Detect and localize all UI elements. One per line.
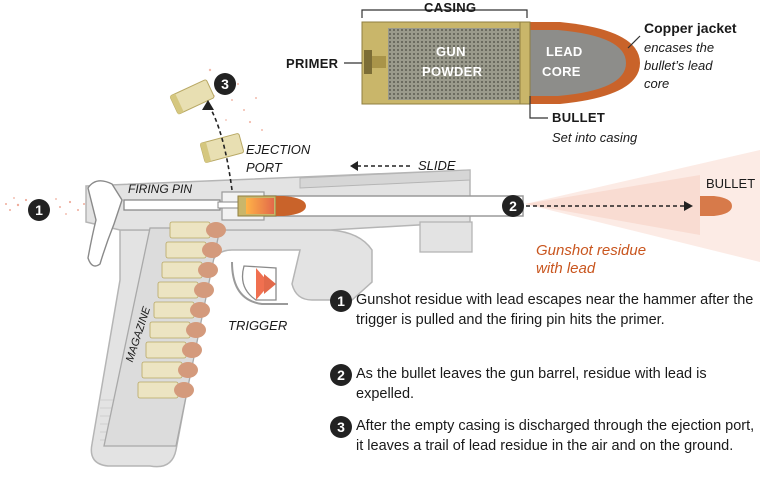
step-2-number: 2 [330, 364, 352, 386]
copper-jacket-desc-line2: bullet’s lead [644, 58, 713, 73]
bullet-fired-label: BULLET [706, 176, 756, 191]
arrows [202, 100, 693, 211]
copper-jacket-desc-line1: encases the [644, 40, 715, 55]
lead-core-label-line2: CORE [542, 64, 581, 79]
step-1-text: Gunshot residue with lead escapes near t… [356, 292, 754, 328]
bullet-cartridge-label: BULLET [552, 110, 606, 125]
cartridge-diagram [344, 9, 641, 119]
step-1-number: 1 [330, 290, 352, 312]
copper-jacket-label: Copper jacket [644, 20, 737, 36]
step-3-number: 3 [330, 416, 352, 438]
copper-jacket-desc-line3: core [644, 76, 670, 91]
fired-bullet [700, 196, 732, 216]
marker-2: 2 [502, 195, 524, 217]
trigger-label: TRIGGER [228, 318, 288, 333]
firing-pin-label: FIRING PIN [128, 182, 193, 196]
casing-label: CASING [424, 0, 477, 15]
marker-3: 3 [214, 73, 236, 95]
ejected-casings [169, 79, 244, 163]
marker-1: 1 [28, 199, 50, 221]
slide-label: SLIDE [418, 158, 456, 173]
gunpowder-fill [388, 28, 522, 100]
lead-core-label-line1: LEAD [546, 44, 583, 59]
gunshot-residue-label-line2: with lead [536, 260, 596, 277]
primer-label: PRIMER [286, 56, 339, 71]
gun-powder-label-line1: GUN [436, 44, 466, 59]
residue-spray-left [5, 197, 91, 215]
bullet-cartridge-desc: Set into casing [552, 130, 638, 145]
ejection-port-label-line2: PORT [246, 160, 282, 175]
gun-powder-label-line2: POWDER [422, 64, 483, 79]
gunshot-residue-label-line1: Gunshot residue [536, 242, 647, 259]
magazine [103, 221, 226, 447]
residue-spray-right [525, 150, 760, 262]
ejection-port-label-line1: EJECTION [246, 142, 311, 157]
step-2-text: As the bullet leaves the gun barrel, res… [356, 366, 707, 402]
step-3-text: After the empty casing is discharged thr… [356, 418, 755, 454]
